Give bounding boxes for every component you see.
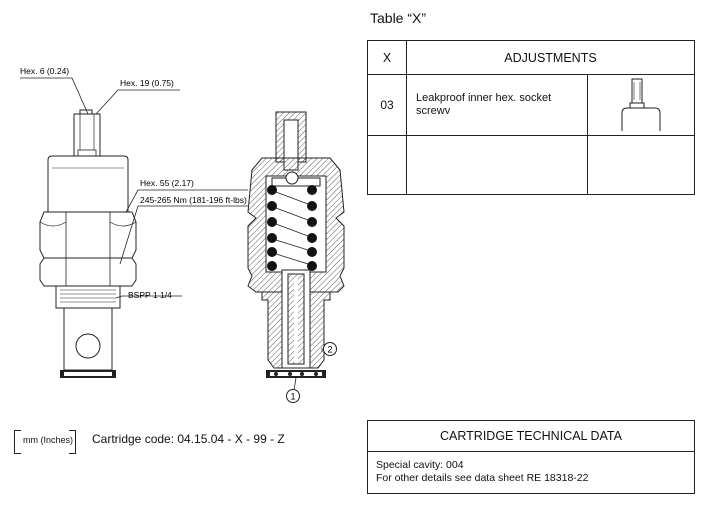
table-row — [367, 135, 695, 195]
table-row: 03 Leakproof inner hex. socket screwv — [367, 74, 695, 136]
thread-label: BSPP 1 1/4 — [128, 290, 172, 300]
bracket-right — [69, 430, 76, 454]
column-header-adjustments: ADJUSTMENTS — [405, 40, 696, 75]
cartridge-code: Cartridge code: 04.15.04 - X - 99 - Z — [92, 432, 285, 446]
row-illustration-cell — [587, 74, 695, 136]
row-description-cell: Leakproof inner hex. socket screwv — [405, 74, 589, 136]
row-description: Leakproof inner hex. socket screwv — [415, 92, 552, 117]
bracket-left — [14, 430, 21, 454]
row-description — [405, 135, 589, 195]
units-label: mm (Inches) — [23, 435, 74, 445]
row-illustration-cell — [587, 135, 695, 195]
hex6-label: Hex. 6 (0.24) — [20, 66, 69, 76]
data-sheet-text: For other details see data sheet RE 1831… — [376, 472, 589, 484]
row-x-value — [367, 135, 407, 195]
callout-2-label: 2 — [327, 345, 332, 355]
callout-1-circle — [286, 389, 300, 403]
cartridge-outside-view — [39, 109, 137, 378]
column-header-x: X — [367, 40, 407, 75]
socket-screw-illustration — [621, 78, 661, 131]
cartridge-section-view — [247, 111, 345, 378]
callout-2-circle — [323, 342, 337, 356]
table-header-row: X ADJUSTMENTS — [367, 40, 696, 75]
cartridge-drawing: Hex. 6 (0.24) Hex. 19 (0.75) Hex. 55 (2.… — [20, 66, 345, 403]
torque-label: 245-265 Nm (181-196 ft-lbs) — [140, 195, 247, 205]
technical-data-title: CARTRIDGE TECHNICAL DATA — [368, 421, 694, 452]
leader-lines — [20, 77, 248, 299]
special-cavity-text: Special cavity: 004 — [376, 459, 464, 471]
callout-1-label: 1 — [290, 392, 295, 402]
table-x-title: Table “X” — [370, 10, 427, 26]
row-x-value: 03 — [367, 74, 407, 136]
hex55-label: Hex. 55 (2.17) — [140, 178, 194, 188]
hex19-label: Hex. 19 (0.75) — [120, 78, 174, 88]
adjustments-table: X ADJUSTMENTS 03 Leakproof inner hex. so… — [367, 40, 696, 195]
technical-data-box: CARTRIDGE TECHNICAL DATA Special cavity:… — [367, 420, 695, 494]
units-box: mm (Inches) — [14, 430, 76, 454]
